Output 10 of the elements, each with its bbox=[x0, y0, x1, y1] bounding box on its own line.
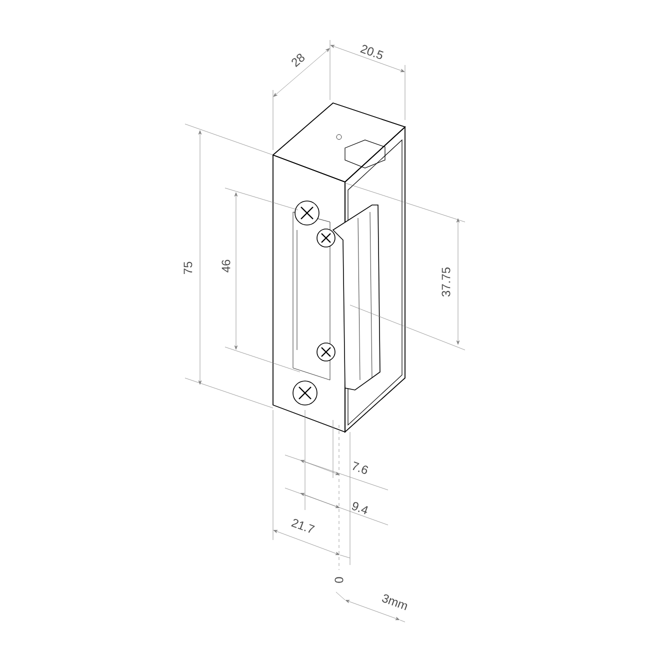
dimension-label: 46 bbox=[222, 260, 230, 272]
dimension-label: 0 bbox=[334, 577, 344, 583]
dimension-label: 3mm bbox=[382, 594, 408, 610]
dimension-label: 75 bbox=[184, 262, 192, 274]
dimension-label: 21.7 bbox=[291, 519, 315, 533]
dimension-label: 7.6 bbox=[352, 461, 368, 474]
dimension-label: 37.75 bbox=[442, 268, 450, 297]
dimension-label: 9.4 bbox=[352, 502, 368, 514]
dimension-label: 20.5 bbox=[360, 44, 384, 60]
dimension-label: 28 bbox=[292, 54, 304, 68]
